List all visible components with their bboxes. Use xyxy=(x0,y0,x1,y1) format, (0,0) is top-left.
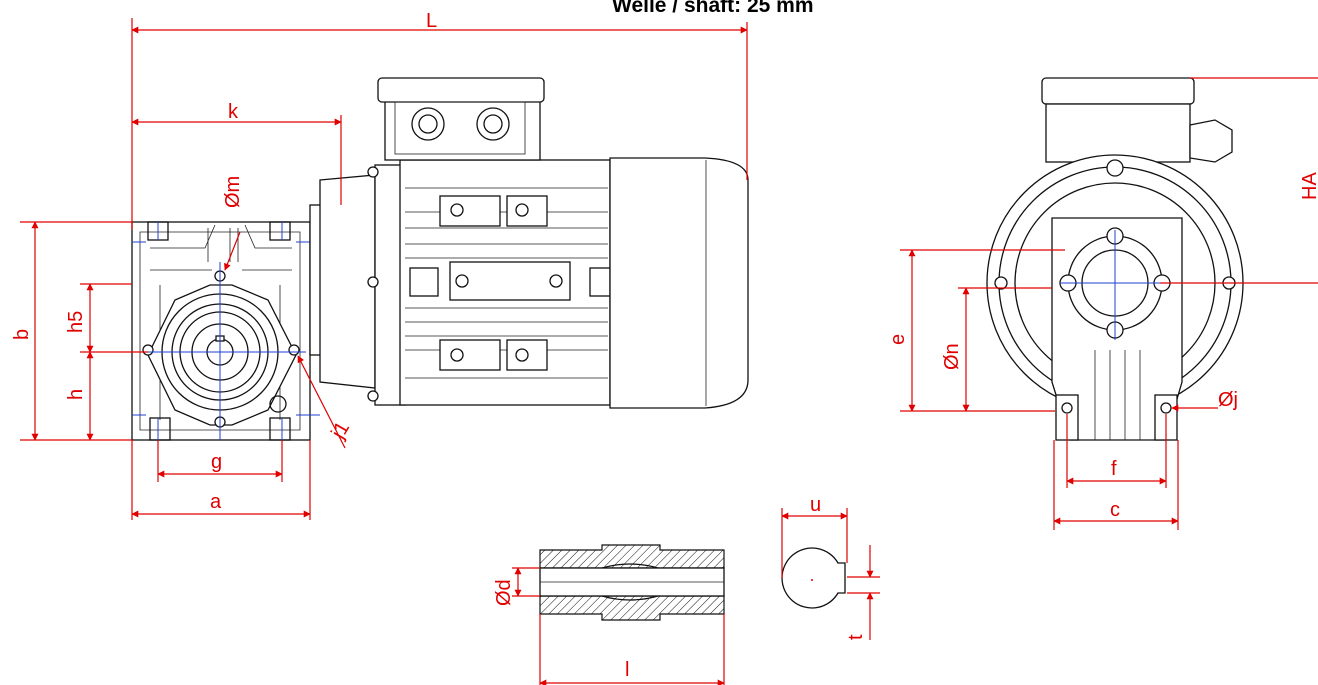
shaft-hatch-bottom xyxy=(539,595,725,621)
motor-flange xyxy=(319,174,376,389)
mounting-hole-left xyxy=(142,344,154,356)
motor-side-view xyxy=(309,77,749,409)
end-terminal-box xyxy=(1045,103,1191,163)
end-terminal-lid xyxy=(1041,77,1195,105)
shaft-keyway-section xyxy=(781,547,846,609)
label-HA: HA xyxy=(1299,172,1318,200)
label-L: L xyxy=(426,10,437,32)
label-c: c xyxy=(1110,499,1120,521)
label-b: b xyxy=(11,329,33,340)
terminal-box xyxy=(384,99,541,161)
fan-cover xyxy=(609,157,749,409)
label-e: e xyxy=(887,334,909,345)
label-h: h xyxy=(65,389,87,400)
label-f: f xyxy=(1111,458,1117,480)
label-t: t xyxy=(845,634,867,640)
label-j: Øj xyxy=(1218,389,1238,411)
front-centerlines xyxy=(132,222,320,440)
label-d: Ød xyxy=(493,579,515,606)
label-m: Øm xyxy=(222,176,244,208)
dimension-lines xyxy=(20,18,1318,685)
terminal-box-lid xyxy=(377,77,545,103)
cable-gland-1 xyxy=(411,107,445,141)
label-k: k xyxy=(228,101,239,123)
shaft-detail xyxy=(539,544,846,621)
label-l: l xyxy=(625,659,629,681)
cable-gland-2 xyxy=(476,107,510,141)
label-g: g xyxy=(211,451,222,473)
end-cable-gland xyxy=(1189,119,1233,163)
mounting-hole-right xyxy=(288,344,300,356)
gearbox-front-view xyxy=(131,221,320,441)
cooling-fins xyxy=(405,187,608,379)
label-n: Øn xyxy=(941,343,963,370)
label-u: u xyxy=(810,494,821,516)
gearbox-end-view xyxy=(986,77,1244,441)
label-j1: j1 xyxy=(327,418,354,443)
drawing-title: Welle / shaft: 25 mm xyxy=(612,0,814,17)
label-h5: h5 xyxy=(65,311,87,333)
dimension-labels: L k Øm b h5 h g a j1 HA e Øn Øj f c Ød l… xyxy=(11,10,1318,681)
label-a: a xyxy=(210,491,222,513)
